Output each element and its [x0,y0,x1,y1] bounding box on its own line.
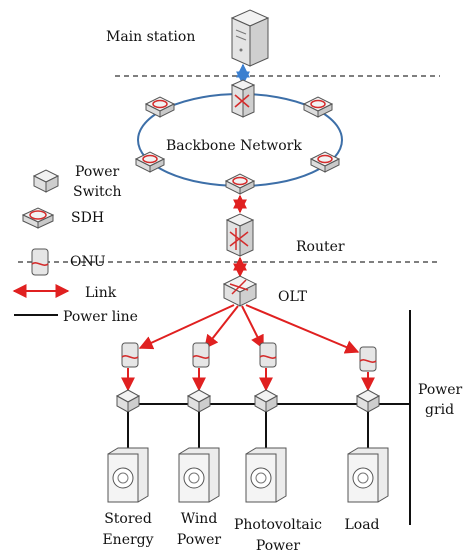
source-label-load: Load [344,517,379,533]
server-icon [230,9,270,67]
power-switch-icon [355,389,381,413]
main-station-label: Main station [106,29,195,45]
generator-icon [347,447,389,503]
source-label-wind: Wind [181,511,218,527]
generator-icon [245,447,287,503]
power-grid-label: Power [418,382,463,398]
power-switch-icon [186,389,212,413]
backbone-network-label: Backbone Network [166,138,302,154]
power-grid-label-2: grid [425,402,454,418]
legend-power-switch-label-2: Switch [73,184,122,200]
olt-to-onu-link [241,305,264,350]
power-switch-icon [115,389,141,413]
legend-power-switch-label: Power [75,164,120,180]
legend-power-line-label: Power line [63,309,138,325]
onu-icon [192,342,210,368]
olt-label: OLT [278,289,308,305]
onu-icon [121,342,139,368]
sdh-node [224,173,256,195]
sdh-node [309,151,341,173]
source-label-wind-2: Power [177,532,222,548]
source-label-pv: Photovoltaic [234,517,322,533]
legend-onu-label: ONU [70,254,106,270]
sdh-node [134,151,166,173]
router-label: Router [296,239,345,255]
olt-to-onu-link [245,304,360,354]
sdh-node [302,96,334,118]
legend-link-label: Link [85,285,117,301]
legend: Power Switch SDH ONU Link Power line [12,164,138,325]
generator-icon [107,447,149,503]
power-switch-icon [253,389,279,413]
source-label-stored: Stored [104,511,152,527]
legend-sdh-label: SDH [71,210,104,226]
source-label-stored-2: Energy [102,532,153,548]
router-icon [225,213,255,257]
generator-icon [178,447,220,503]
legend-onu-icon [31,248,49,276]
sdh-node [144,96,176,118]
ring-switch-icon [230,79,256,118]
olt-icon [222,275,258,307]
onu-icon [359,346,377,372]
olt-to-onu-link [204,305,239,350]
legend-sdh-icon [21,207,55,229]
onu-icon [259,342,277,368]
legend-power-switch-icon [32,169,60,193]
source-label-pv-2: Power [256,538,301,554]
olt-to-onu-link [138,304,235,350]
